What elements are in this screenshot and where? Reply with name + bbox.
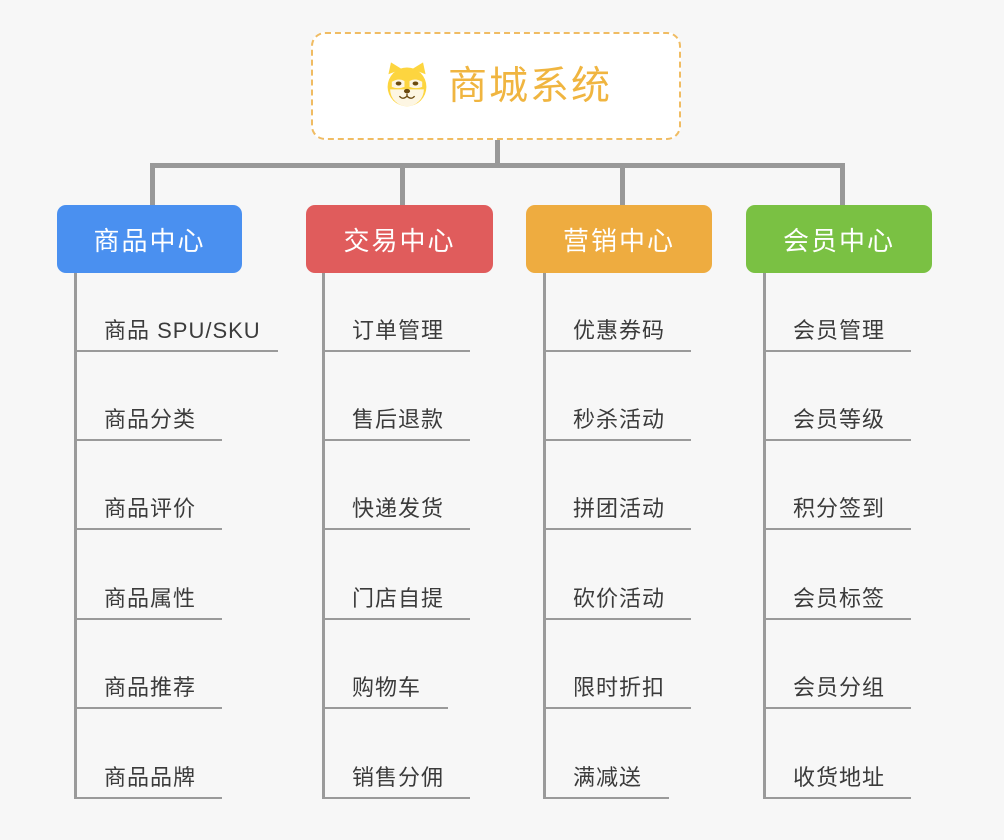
- leaf-label: 售后退款: [352, 407, 445, 432]
- branch-spine: [74, 273, 77, 799]
- category-box-2[interactable]: 交易中心: [306, 205, 493, 273]
- leaf-label: 会员等级: [793, 407, 886, 432]
- leaf-underline: [763, 439, 911, 441]
- leaf-underline: [322, 797, 470, 799]
- connector-root-stem: [495, 140, 500, 166]
- branch-spine: [322, 273, 325, 799]
- leaf-label: 购物车: [352, 675, 422, 700]
- connector-drop-2: [400, 163, 405, 205]
- category-box-1[interactable]: 商品中心: [57, 205, 242, 273]
- branch-spine: [763, 273, 766, 799]
- leaf-label: 积分签到: [793, 496, 886, 521]
- leaf-underline: [543, 797, 669, 799]
- leaf-label: 订单管理: [352, 318, 445, 343]
- branch-column-4: 会员管理会员等级积分签到会员标签会员分组收货地址: [763, 273, 1004, 799]
- leaf-label: 商品评价: [104, 496, 197, 521]
- leaf-underline: [74, 618, 222, 620]
- leaf-label: 商品属性: [104, 586, 197, 611]
- category-label: 会员中心: [782, 225, 895, 256]
- leaf-label: 秒杀活动: [573, 407, 666, 432]
- root-title: 商城系统: [447, 64, 612, 108]
- leaf-underline: [763, 707, 911, 709]
- leaf-label: 门店自提: [352, 586, 445, 611]
- leaf-underline: [763, 350, 911, 352]
- leaf-underline: [543, 439, 691, 441]
- leaf-underline: [322, 350, 470, 352]
- leaf-underline: [543, 350, 691, 352]
- leaf-underline: [322, 439, 470, 441]
- leaf-label: 优惠券码: [573, 318, 666, 343]
- leaf-underline: [543, 707, 691, 709]
- connector-drop-3: [620, 163, 625, 205]
- leaf-label: 快递发货: [352, 496, 445, 521]
- leaf-underline: [322, 707, 448, 709]
- leaf-label: 销售分佣: [352, 765, 445, 790]
- leaf-underline: [74, 528, 222, 530]
- branch-spine: [543, 273, 546, 799]
- leaf-underline: [74, 439, 222, 441]
- leaf-label: 砍价活动: [573, 586, 666, 611]
- leaf-underline: [763, 528, 911, 530]
- leaf-label: 满减送: [573, 765, 643, 790]
- category-label: 商品中心: [93, 225, 206, 256]
- leaf-label: 商品品牌: [104, 765, 197, 790]
- connector-horizontal-bar: [150, 163, 845, 168]
- leaf-underline: [543, 618, 691, 620]
- leaf-underline: [322, 528, 470, 530]
- category-label: 营销中心: [562, 225, 675, 256]
- leaf-label: 商品 SPU/SKU: [104, 318, 261, 343]
- branch-column-1: 商品 SPU/SKU 商品分类商品评价商品属性商品推荐商品品牌: [74, 273, 334, 799]
- leaf-label: 会员分组: [793, 675, 886, 700]
- leaf-label: 会员管理: [793, 318, 886, 343]
- leaf-label: 商品推荐: [104, 675, 197, 700]
- leaf-label: 拼团活动: [573, 496, 666, 521]
- leaf-underline: [543, 528, 691, 530]
- leaf-underline: [74, 797, 222, 799]
- category-box-4[interactable]: 会员中心: [746, 205, 932, 273]
- leaf-label: 限时折扣: [573, 675, 666, 700]
- leaf-label: 收货地址: [793, 765, 886, 790]
- root-node[interactable]: 商城系统: [311, 32, 681, 140]
- leaf-underline: [74, 707, 222, 709]
- branch-column-3: 优惠券码秒杀活动拼团活动砍价活动限时折扣满减送: [543, 273, 803, 799]
- connector-drop-4: [840, 163, 845, 205]
- leaf-underline: [763, 797, 911, 799]
- connector-drop-1: [150, 163, 155, 205]
- category-box-3[interactable]: 营销中心: [526, 205, 712, 273]
- leaf-underline: [763, 618, 911, 620]
- shiba-dog-face-icon: [387, 62, 427, 107]
- leaf-label: 商品分类: [104, 407, 197, 432]
- branch-column-2: 订单管理售后退款快递发货门店自提购物车销售分佣: [322, 273, 582, 799]
- leaf-underline: [322, 618, 470, 620]
- leaf-label: 会员标签: [793, 586, 886, 611]
- leaf-underline: [74, 350, 278, 352]
- category-label: 交易中心: [343, 225, 456, 256]
